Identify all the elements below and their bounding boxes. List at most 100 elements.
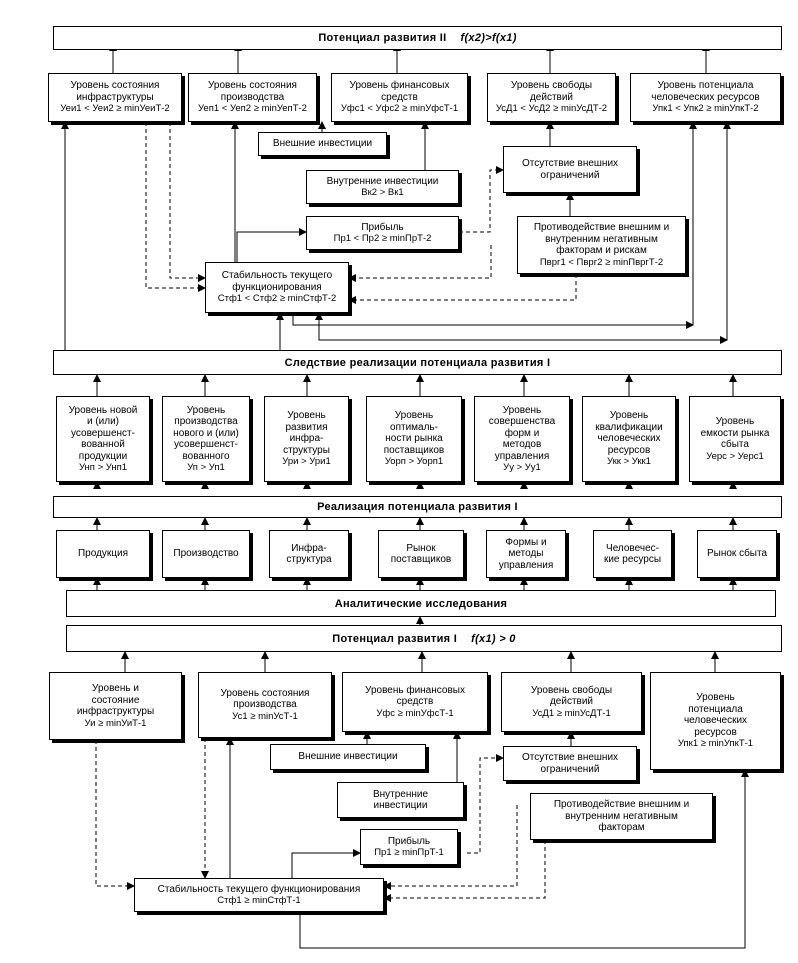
text: Уровень финансовых xyxy=(365,684,465,696)
text: ности рынка xyxy=(385,433,443,445)
text: Стабильность текущего функционирования xyxy=(157,883,361,895)
formula: УсД1 ≥ minУсДТ-1 xyxy=(532,707,611,719)
analytics-bar: Аналитические исследования xyxy=(66,590,776,617)
text: Внешние инвестиции xyxy=(272,138,373,150)
text: Формы и xyxy=(505,536,547,548)
pii-internal-investments: Внутренние инвестиции Вк2 > Вк1 xyxy=(306,170,459,204)
pi-counteraction: Противодействие внешним и внутренним нег… xyxy=(530,793,713,840)
formula: Пврг1 < Пврг2 ≥ minПвргТ-2 xyxy=(539,256,664,268)
pii-human-resources-level: Уровень потенциала человеческих ресурсов… xyxy=(630,73,781,122)
text: Уровень состояния xyxy=(220,687,310,699)
text: Внутренние xyxy=(372,788,429,800)
formula: Вк2 > Вк1 xyxy=(361,187,404,198)
realization-sales-market: Рынок сбыта xyxy=(697,530,777,578)
pii-external-investments: Внешние инвестиции xyxy=(258,132,387,156)
text: производства xyxy=(220,91,285,103)
text: квалификации xyxy=(595,421,663,433)
text: Уровень xyxy=(287,410,326,422)
text: средств xyxy=(396,696,434,708)
text: Отсутствие внешних xyxy=(521,158,619,169)
text: Уровень потенциала xyxy=(657,80,754,92)
potential-ii-formula: f(x2)>f(x1) xyxy=(460,32,517,44)
consequence-infrastructure-level: Уровень развития инфра- структуры Ури > … xyxy=(264,396,349,482)
formula: Уерс > Уерс1 xyxy=(706,450,764,462)
text: управления xyxy=(498,559,554,571)
text: средств xyxy=(381,91,418,103)
text: форм и xyxy=(504,427,540,439)
text: Отсутствие внешних xyxy=(521,752,619,763)
formula: Уу > Уу1 xyxy=(503,462,541,473)
text: Противодействие внешним и xyxy=(553,799,690,811)
pi-freedom-level: Уровень свободы действий УсД1 ≥ minУсДТ-… xyxy=(501,672,642,732)
text: поставщиков xyxy=(383,444,445,456)
text: Уровень xyxy=(609,410,649,422)
text: методы xyxy=(508,548,544,560)
formula: Ури > Ури1 xyxy=(282,456,331,468)
text: ресурсов xyxy=(694,726,737,738)
consequence-title: Следствие реализации потенциала развития… xyxy=(284,356,551,369)
consequence-product-level: Уровень новой и (или) усовершенст- вован… xyxy=(56,396,150,482)
pii-financial-level: Уровень финансовых средств Уфс1 < Уфс2 ≥… xyxy=(331,73,468,122)
pii-profit: Прибыль Пр1 < Пр2 ≥ minПрТ-2 xyxy=(306,216,459,250)
text: Инфра- xyxy=(291,542,327,554)
formula: Уфс1 < Уфс2 ≥ minУфсТ-1 xyxy=(340,103,459,115)
text: инфраструктуры xyxy=(76,706,155,717)
text: структура xyxy=(286,554,332,565)
text: потенциала xyxy=(688,703,743,715)
text: Уровень и xyxy=(92,683,139,694)
pi-internal-investments: Внутренние инвестиции xyxy=(337,782,464,818)
formula: Пр1 < Пр2 ≥ minПрТ-2 xyxy=(333,233,432,244)
pii-infrastructure-level: Уровень состояния инфраструктуры Уеи1 < … xyxy=(48,73,182,122)
analytics-title: Аналитические исследования xyxy=(334,597,508,610)
formula: Пр1 ≥ minПрТ-1 xyxy=(374,847,444,858)
text: Противодействие внешним и xyxy=(533,222,670,233)
formula: Уи ≥ minУиТ-1 xyxy=(84,717,147,729)
text: продукции xyxy=(78,450,128,462)
realization-management: Формы и методы управления xyxy=(486,530,566,578)
pii-freedom-level: Уровень свободы действий УсД1 < УсД2 ≥ m… xyxy=(487,73,616,122)
text: Уровень состояния xyxy=(70,80,160,92)
realization-human-resources: Человечес- кие ресурсы xyxy=(593,530,672,578)
text: Уровень новой xyxy=(68,404,138,416)
text: методов xyxy=(502,439,542,450)
text: Уровень xyxy=(696,692,735,704)
potential-i-formula: f(x1) > 0 xyxy=(471,632,516,645)
text: факторам и рискам xyxy=(556,245,647,256)
text: инвестиции xyxy=(373,800,428,811)
text: внутренним негативным xyxy=(545,233,658,245)
text: и (или) xyxy=(86,416,120,427)
potential-ii-bar: Потенциал развития II f(x2)>f(x1) xyxy=(53,26,782,50)
text: человеческих xyxy=(597,433,661,445)
text: Продукция xyxy=(77,548,129,560)
consequence-production-level: Уровень производства нового и (или) усов… xyxy=(162,396,250,482)
formula: Уорп > Уорп1 xyxy=(384,456,444,468)
consequence-market-capacity-level: Уровень емкости рынка сбыта Уерс > Уерс1 xyxy=(689,396,781,482)
text: состояние xyxy=(91,694,140,706)
pi-no-external-limits: Отсутствие внешних ограничений xyxy=(503,746,637,781)
pi-infrastructure-level: Уровень и состояние инфраструктуры Уи ≥ … xyxy=(49,672,182,740)
text: управления xyxy=(494,450,550,462)
text: оптималь- xyxy=(390,421,438,433)
text: Уровень состояния xyxy=(208,80,297,92)
text: сбыта xyxy=(721,439,749,450)
formula: Унп > Унп1 xyxy=(78,462,128,473)
realization-infrastructure: Инфра- структура xyxy=(269,530,349,578)
formula: Стф1 < Стф2 ≥ minСтфТ-2 xyxy=(217,293,337,305)
formula: Уп > Уп1 xyxy=(187,462,225,473)
text: Уровень xyxy=(502,404,542,416)
text: производства xyxy=(174,416,238,427)
text: Рынок xyxy=(406,542,436,554)
text: кие ресурсы xyxy=(603,554,662,565)
text: вованного xyxy=(182,450,230,462)
text: Человечес- xyxy=(606,542,659,554)
formula: Укк > Укк1 xyxy=(607,456,651,468)
text: производства xyxy=(233,699,297,711)
realization-title: Реализация потенциала развития I xyxy=(317,501,518,513)
text: ограничений xyxy=(540,169,600,181)
formula: Уфс ≥ minУфсТ-1 xyxy=(376,707,454,719)
text: ограничений xyxy=(540,763,600,775)
pii-no-external-limits: Отсутствие внешних ограничений xyxy=(503,146,637,193)
formula: Упк1 ≥ minУпкТ-1 xyxy=(677,738,754,750)
pi-financial-level: Уровень финансовых средств Уфс ≥ minУфсТ… xyxy=(342,672,488,732)
